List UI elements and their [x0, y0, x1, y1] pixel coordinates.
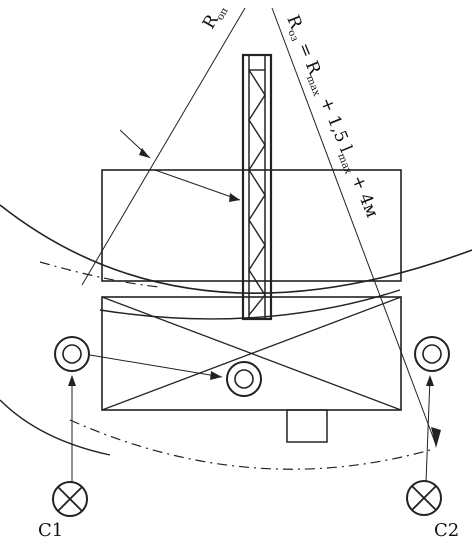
- crane-stop-left: [54, 336, 90, 372]
- crane-position-c1: [52, 481, 88, 517]
- crane-position-c2: [406, 480, 442, 516]
- formula-label: Rоз = Rmax + 1,5 lmax + 4м: [281, 12, 382, 221]
- arrow-to-center-mark: [89, 354, 223, 380]
- label-c2: C2: [434, 520, 459, 540]
- crane-mast: [241, 53, 273, 321]
- radius-line-left: [81, 7, 246, 286]
- storage-area: [101, 296, 402, 411]
- arrow-label-pointer: [119, 129, 151, 159]
- label-r-danger: Rоп: [199, 0, 231, 33]
- arrow-to-tower: [154, 169, 241, 202]
- danger-zone-arc: [0, 204, 472, 294]
- small-box: [286, 409, 328, 443]
- arrow-c2-up: [425, 375, 434, 483]
- crane-stop-center: [226, 361, 262, 397]
- radius-line-right: [271, 7, 437, 446]
- storage-area-diagonal-2: [101, 296, 402, 411]
- arrow-c1-up: [68, 375, 76, 482]
- crane-stop-right: [414, 336, 450, 372]
- lower-left-arc: [0, 399, 111, 456]
- label-c1: C1: [38, 520, 63, 540]
- dash-dot-arc-bottom: [69, 419, 431, 470]
- building-upper: [101, 169, 402, 282]
- dash-dot-arc-top: [39, 261, 161, 288]
- arrow-to-danger-arc: [431, 427, 441, 448]
- working-radius-arc: [99, 289, 401, 320]
